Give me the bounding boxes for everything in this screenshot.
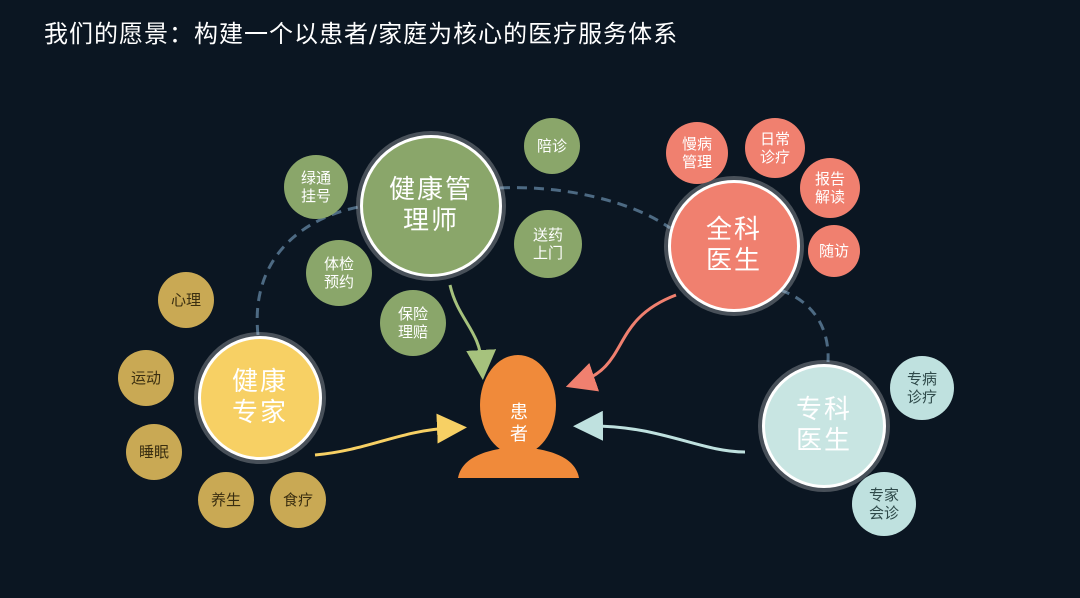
service-daily-care: 日常诊疗 bbox=[745, 118, 805, 178]
hub-health-expert: 健康专家 bbox=[198, 336, 322, 460]
service-checkup: 体检预约 bbox=[306, 240, 372, 306]
hub-health-manager: 健康管理师 bbox=[360, 135, 502, 277]
service-exercise: 运动 bbox=[118, 350, 174, 406]
arrow-manager-to-patient bbox=[448, 284, 497, 380]
service-sleep: 睡眠 bbox=[126, 424, 182, 480]
service-green-channel: 绿通挂号 bbox=[284, 155, 348, 219]
service-wellness: 养生 bbox=[198, 472, 254, 528]
service-followup: 随访 bbox=[808, 225, 860, 277]
patient-icon bbox=[458, 355, 579, 478]
dashed-link-general-specialist bbox=[779, 288, 830, 363]
hub-specialist: 专科医生 bbox=[762, 364, 886, 488]
service-escort: 陪诊 bbox=[524, 118, 580, 174]
service-expert-consult: 专家会诊 bbox=[852, 472, 916, 536]
service-diet: 食疗 bbox=[270, 472, 326, 528]
service-delivery: 送药上门 bbox=[514, 210, 582, 278]
page-title: 我们的愿景：构建一个以患者/家庭为核心的医疗服务体系 bbox=[44, 20, 679, 48]
patient-label: 患者 bbox=[510, 402, 528, 445]
service-report: 报告解读 bbox=[800, 158, 860, 218]
dashed-link-expert-manager bbox=[255, 203, 371, 336]
hub-general-doctor-label: 全科医生 bbox=[705, 214, 762, 276]
arrow-general-to-patient bbox=[565, 293, 677, 392]
dashed-link-manager-general bbox=[499, 186, 671, 230]
hub-health-manager-label: 健康管理师 bbox=[388, 174, 473, 236]
service-special-disease: 专病诊疗 bbox=[890, 356, 954, 420]
service-chronic: 慢病管理 bbox=[666, 122, 728, 184]
arrow-expert-to-patient bbox=[314, 413, 467, 457]
service-insurance: 保险理赔 bbox=[380, 290, 446, 356]
hub-specialist-label: 专科医生 bbox=[795, 394, 852, 456]
hub-health-expert-label: 健康专家 bbox=[231, 366, 288, 428]
service-psychology: 心理 bbox=[158, 272, 214, 328]
arrow-specialist-to-patient bbox=[573, 410, 746, 454]
hub-general-doctor: 全科医生 bbox=[668, 180, 800, 312]
